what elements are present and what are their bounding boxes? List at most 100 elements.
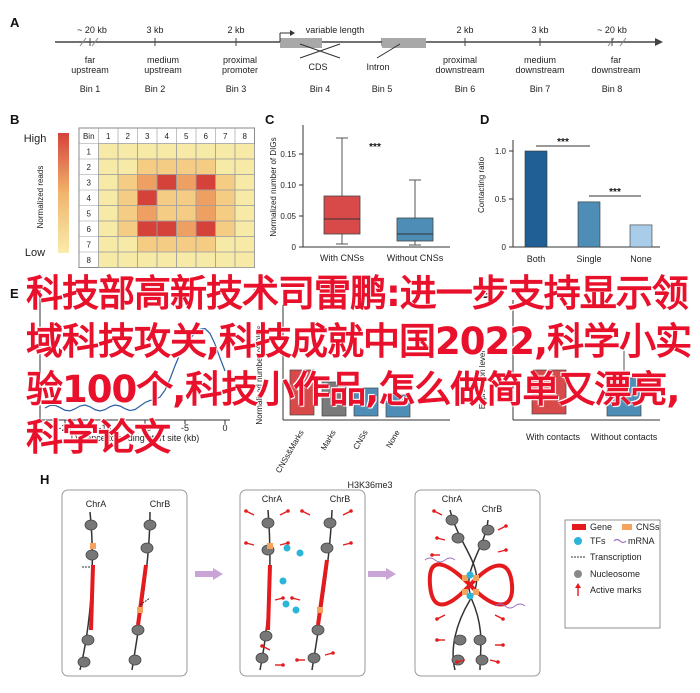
heatmap-col-header: 7 <box>223 132 228 141</box>
panel-e-label: E <box>10 286 19 301</box>
panel-c-box <box>323 195 361 235</box>
panel-a-cds-block <box>382 38 426 48</box>
nucleosome-icon <box>255 652 269 664</box>
panel-a-label: A <box>10 15 20 30</box>
panel-h-label: H <box>40 472 49 487</box>
heatmap-cell <box>234 174 255 191</box>
panel-h-frame <box>239 489 366 677</box>
panel-d-category: Single <box>576 254 601 264</box>
panel-a-top-label: 2 kb <box>227 25 244 35</box>
panel-a-region-label: proximal <box>223 55 257 65</box>
heatmap-cell <box>137 158 158 175</box>
panel-a-break <box>91 37 99 47</box>
heatmap-cell <box>215 251 236 268</box>
heatmap-cell <box>176 158 197 175</box>
heatmap-cell <box>156 220 177 237</box>
heatmap-cell <box>156 251 177 268</box>
heatmap-cell <box>98 174 119 191</box>
overlay-headline: 科技部高新技术司雷鹏:进一步支持显示领域科技攻关,科技成就中国2022,科学小实… <box>26 272 692 459</box>
panel-d-bar <box>577 201 601 248</box>
panel-c-ytick-label: 0 <box>292 243 297 252</box>
heatmap-cell <box>176 143 197 160</box>
panel-d-label: D <box>480 112 489 127</box>
panel-e-line <box>44 327 226 412</box>
nucleosome-icon <box>323 517 337 529</box>
panel-c-label: C <box>265 112 275 127</box>
gene-segment <box>316 559 329 626</box>
panel-d-ytick-label: 1.0 <box>495 147 507 156</box>
panel-a-break <box>607 37 615 47</box>
panel-e-xtick-label: 0 <box>222 423 227 433</box>
cns-marker <box>137 607 143 613</box>
heatmap-cell <box>176 251 197 268</box>
legend-nucleosome-icon <box>574 570 582 578</box>
panel-a-top-label: 3 kb <box>146 25 163 35</box>
panel-a-region-label: CDS <box>308 62 327 72</box>
heatmap-cell <box>117 158 138 175</box>
panel-a-bin-label: Bin 2 <box>145 84 166 94</box>
nucleosome-icon <box>77 656 91 668</box>
legend-gene-label: Gene <box>590 522 612 532</box>
panel-g-label: G <box>480 286 490 301</box>
gene-segment <box>266 564 272 631</box>
active-mark-arrow <box>349 509 353 513</box>
panel-g-category: With contacts <box>526 432 581 442</box>
panel-a-cds-block <box>280 38 322 48</box>
panel-h-transition-arrow <box>386 568 396 580</box>
mrna-icon <box>424 557 456 563</box>
panel-c-ytick-label: 0.05 <box>280 212 296 221</box>
panel-e-xtick-label: -15 <box>98 423 111 433</box>
active-mark-arrow <box>331 651 335 655</box>
nucleosome-icon <box>481 524 495 536</box>
panel-f-xlabel: H3K36me3 <box>347 480 392 490</box>
heatmap-cell <box>234 251 255 268</box>
active-mark-arrow <box>286 509 290 513</box>
heatmap-col-header: 3 <box>145 132 150 141</box>
active-mark-arrow <box>501 643 505 647</box>
heatmap-cell <box>195 251 216 268</box>
nucleosome-icon <box>131 624 145 636</box>
panel-h-chrb-label: ChrB <box>330 494 351 504</box>
legend-tf-label: TFs <box>590 536 606 546</box>
heatmap-col-header: 4 <box>165 132 170 141</box>
active-mark-arrow <box>435 617 439 621</box>
heatmap-cell <box>156 158 177 175</box>
panel-a-bin-label: Bin 6 <box>455 84 476 94</box>
active-mark-arrow <box>504 524 508 528</box>
panel-d-signif: *** <box>557 137 569 148</box>
panel-d-ytick-label: 0.5 <box>495 195 507 204</box>
panel-e-xtick-label: -20 <box>58 423 71 433</box>
heatmap-cell <box>195 174 216 191</box>
heatmap-cell <box>137 189 158 206</box>
panel-e-xlabel: Distance to coding start site (kb) <box>71 433 200 443</box>
tf-icon <box>279 577 287 585</box>
gene-loop <box>427 562 515 607</box>
heatmap-cell <box>176 236 197 253</box>
panel-c-ylabel: Normalized number of DIGs <box>269 137 278 236</box>
panel-a-region-label: far <box>85 55 96 65</box>
heatmap-cell <box>137 236 158 253</box>
panel-d-ylabel: Contacting ratio <box>477 156 486 213</box>
heatmap-cell <box>156 189 177 206</box>
heatmap-col-header: 5 <box>184 132 189 141</box>
panel-c-signif: *** <box>369 142 381 153</box>
nucleosome-icon <box>259 630 273 642</box>
nucleosome-icon <box>81 634 95 646</box>
panel-a-top-label: variable length <box>306 25 365 35</box>
panel-a-region-label: medium <box>147 55 179 65</box>
panel-c-box <box>396 217 434 242</box>
heatmap-cell <box>234 158 255 175</box>
legend-mrna-label: mRNA <box>628 536 655 546</box>
heatmap-cell <box>98 251 119 268</box>
heatmap-cell <box>117 189 138 206</box>
heatmap-col-header: 8 <box>243 132 248 141</box>
panel-a-region-label: downstream <box>435 65 484 75</box>
panel-h-chrb-label: ChrB <box>482 504 503 514</box>
heatmap-cell <box>215 220 236 237</box>
legend-mrna-icon <box>613 538 627 544</box>
heatmap-cell <box>176 189 197 206</box>
panel-a-region-label: medium <box>524 55 556 65</box>
legend-tf-icon <box>574 537 582 545</box>
nucleosome-icon <box>451 532 465 544</box>
cns-marker <box>462 589 468 595</box>
